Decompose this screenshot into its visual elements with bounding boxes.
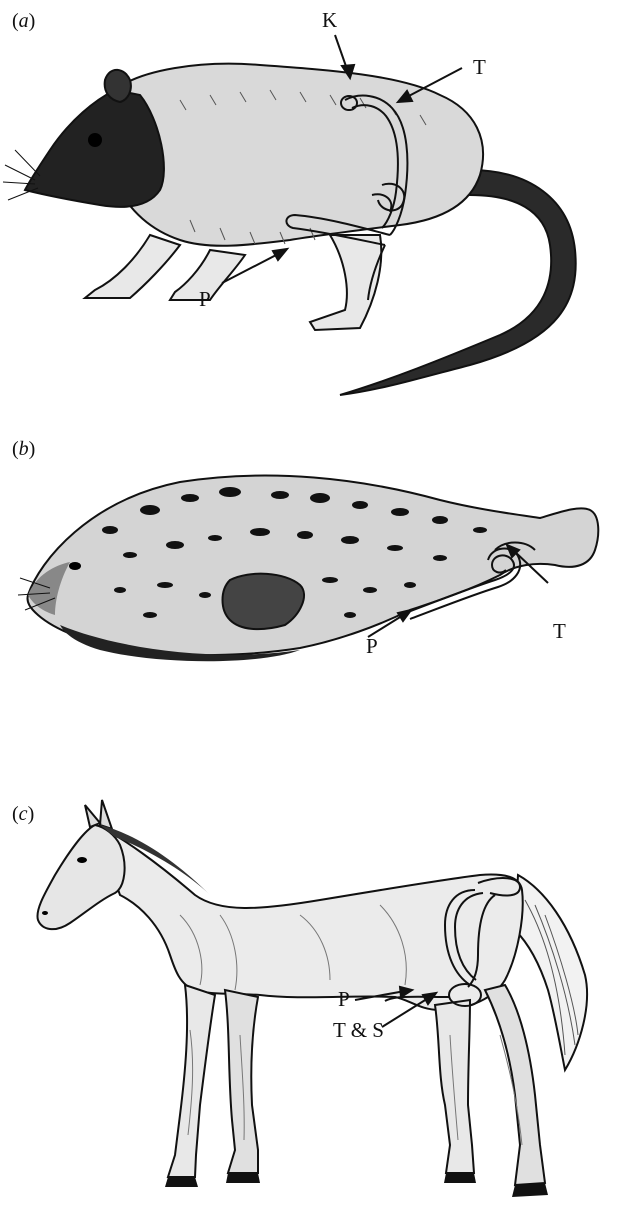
horse-illustration bbox=[0, 805, 622, 1209]
annotation-t: T bbox=[473, 55, 486, 80]
panel-a: (a) bbox=[0, 0, 622, 400]
annotation-k: K bbox=[322, 8, 337, 33]
panel-c: (c) bbox=[0, 805, 622, 1209]
shrew-illustration bbox=[0, 0, 622, 400]
annotation-p: P bbox=[199, 287, 211, 312]
annotation-p: P bbox=[338, 987, 350, 1012]
annotation-t: T bbox=[553, 619, 566, 644]
annotation-t-and-s: T & S bbox=[333, 1018, 384, 1043]
panel-b: (b) bbox=[0, 400, 622, 805]
seal-illustration bbox=[0, 400, 622, 805]
annotation-p: P bbox=[366, 634, 378, 659]
